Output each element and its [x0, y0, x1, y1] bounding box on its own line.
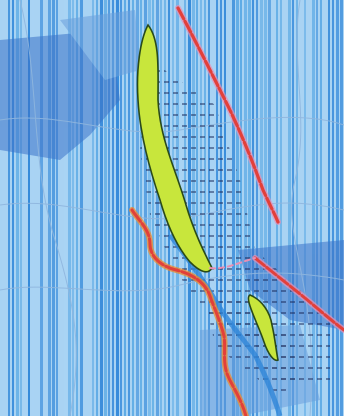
- map-stripe: [292, 0, 294, 416]
- map-stripe: [312, 0, 315, 416]
- map-stripe: [68, 0, 71, 416]
- map-stripe: [316, 0, 318, 416]
- land-patch-northwest: [0, 30, 120, 160]
- road-main-east[interactable]: [176, 6, 280, 224]
- map-stripe: [12, 0, 14, 416]
- map-stripe: [340, 0, 343, 416]
- map-stripe: [304, 0, 306, 416]
- map-stripe: [128, 0, 130, 416]
- map-stripe: [252, 0, 254, 416]
- map-stripe: [64, 0, 67, 416]
- contour-line: [19, 0, 77, 416]
- map-stripe: [56, 0, 58, 416]
- map-stripe: [300, 0, 302, 416]
- map-stripe: [104, 0, 107, 416]
- map-stripe: [296, 0, 298, 416]
- map-stripe: [16, 0, 19, 416]
- map-stripe: [264, 0, 267, 416]
- wetland-zone-south[interactable]: [247, 294, 279, 362]
- map-stripe: [308, 0, 311, 416]
- map-stripe: [284, 0, 287, 416]
- map-stripe: [60, 0, 63, 416]
- map-stripe: [256, 0, 258, 416]
- map-stripe: [24, 0, 27, 416]
- map-stripe: [8, 0, 10, 416]
- map-stripe: [280, 0, 282, 416]
- road-west[interactable]: [130, 208, 248, 416]
- map-stripe: [108, 0, 110, 416]
- map-stripe: [120, 0, 122, 416]
- map-stripe: [144, 0, 147, 416]
- map-stripe: [48, 0, 51, 416]
- map-stripe: [4, 0, 6, 416]
- map-stripe: [40, 0, 43, 416]
- map-stripe: [28, 0, 30, 416]
- map-stripe: [116, 0, 119, 416]
- map-stripe: [324, 0, 326, 416]
- river-floodplain-hatch: [140, 60, 330, 380]
- map-stripe: [80, 0, 83, 416]
- map-stripe: [336, 0, 339, 416]
- map-stripe: [136, 0, 139, 416]
- map-stripe: [320, 0, 322, 416]
- map-stripe: [32, 0, 34, 416]
- map-stripe: [44, 0, 47, 416]
- map-stripe: [260, 0, 263, 416]
- map-stripe: [124, 0, 126, 416]
- land-patch-north: [60, 10, 140, 80]
- map-stripe: [84, 0, 86, 416]
- contour-line: [0, 272, 344, 292]
- map-stripe: [100, 0, 103, 416]
- map-stripe: [112, 0, 114, 416]
- wetland-zone-north[interactable]: [136, 23, 213, 273]
- map-stripe: [52, 0, 55, 416]
- map-stripe: [36, 0, 38, 416]
- map-stripe: [328, 0, 330, 416]
- map-stripe: [288, 0, 291, 416]
- map-stripe: [276, 0, 278, 416]
- map-stripe: [140, 0, 142, 416]
- map-stripe: [20, 0, 22, 416]
- map-stripe: [0, 0, 2, 416]
- map-stripe: [96, 0, 98, 416]
- road-connector[interactable]: [209, 257, 256, 270]
- map-stripe: [88, 0, 90, 416]
- map-stripe: [92, 0, 94, 416]
- road-southeast[interactable]: [253, 256, 344, 332]
- map-stripe: [248, 0, 251, 416]
- map-stripe: [72, 0, 74, 416]
